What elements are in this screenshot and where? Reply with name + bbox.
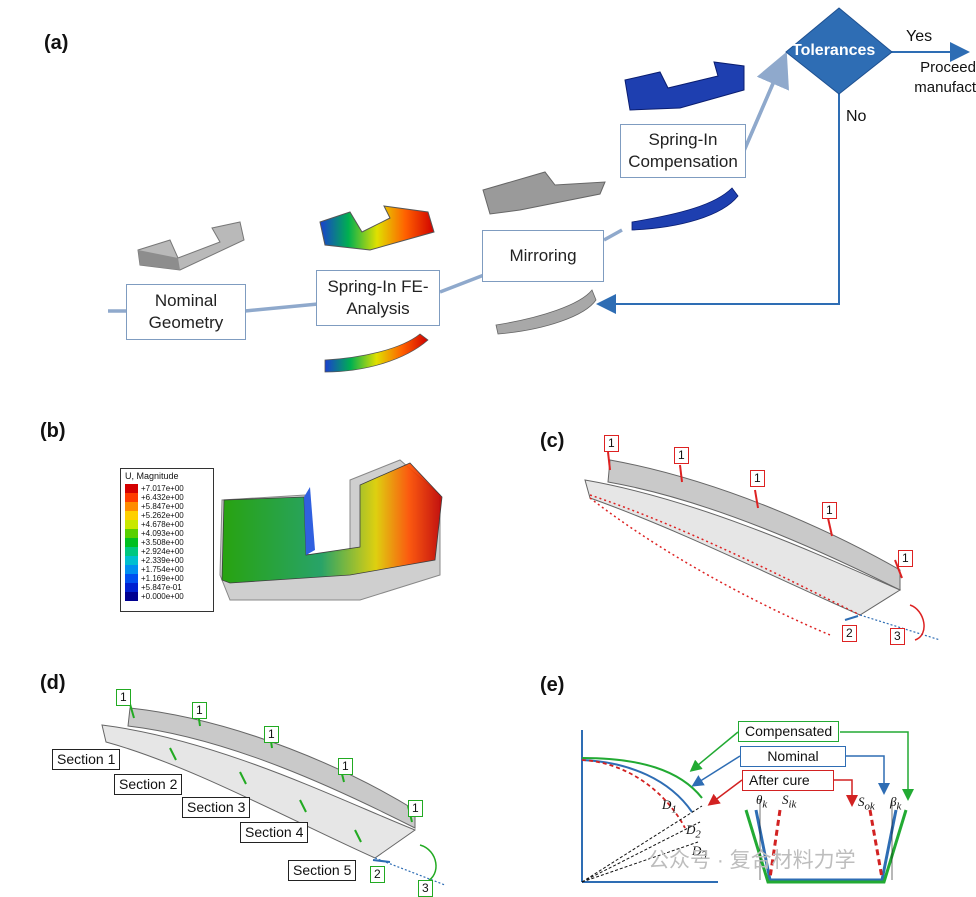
label-s-ik: Sik xyxy=(782,792,797,811)
legend-nominal: Nominal xyxy=(740,746,846,767)
panel-label-b: (b) xyxy=(40,420,66,442)
label-beta: βk xyxy=(890,794,902,813)
nominal-part-shape xyxy=(137,221,245,271)
tag-c-1: 1 xyxy=(822,502,837,519)
watermark: 公众号 · 复合材料力学 xyxy=(648,849,856,872)
section-4-label: Section 4 xyxy=(240,822,309,843)
legend-row: +5.847e-01 xyxy=(125,583,182,592)
legend-after-cure: After cure xyxy=(742,770,834,791)
legend-row: +2.924e+00 xyxy=(125,547,184,556)
tag-c-1: 1 xyxy=(898,550,913,567)
fe-analysis-box: Spring-In FE-Analysis xyxy=(316,270,440,326)
tag-c-3: 3 xyxy=(890,628,905,645)
section-5-label: Section 5 xyxy=(288,860,357,881)
section-3-label: Section 3 xyxy=(182,797,251,818)
fe-part-shape xyxy=(319,205,435,373)
no-label: No xyxy=(846,108,867,125)
tag-d-1: 1 xyxy=(264,726,279,743)
fe-contour-part xyxy=(219,459,443,601)
section-1-label: Section 1 xyxy=(52,749,121,770)
tag-d-1: 1 xyxy=(192,702,207,719)
label-theta: θk xyxy=(756,792,768,811)
mirroring-box: Mirroring xyxy=(482,230,604,282)
tag-c-1: 1 xyxy=(674,447,689,464)
legend-swatch xyxy=(125,565,138,574)
legend-swatch xyxy=(125,592,138,601)
label-d3: D3 xyxy=(692,843,707,862)
legend-row: +4.678e+00 xyxy=(125,520,184,529)
panel-label-c: (c) xyxy=(540,430,565,452)
legend-row: +7.017e+00 xyxy=(125,484,184,493)
flow-diagram-svg xyxy=(108,7,970,373)
tag-d-1: 1 xyxy=(116,689,131,706)
nominal-geometry-box: Nominal Geometry xyxy=(126,284,246,340)
yes-label: Yes xyxy=(906,28,933,45)
legend-swatch xyxy=(125,583,138,592)
legend-row: +1.169e+00 xyxy=(125,574,184,583)
label-d2: D2 xyxy=(686,822,701,841)
panel-e-diagram xyxy=(581,730,914,884)
legend-title: U, Magnitude xyxy=(125,471,179,481)
legend-swatch xyxy=(125,493,138,502)
tag-c-2: 2 xyxy=(842,625,857,642)
legend-swatch xyxy=(125,547,138,556)
legend-row: +5.262e+00 xyxy=(125,511,184,520)
flow-arrow-to-decision xyxy=(738,51,789,161)
legend-row: +4.093e+00 xyxy=(125,529,184,538)
legend-row: +0.000e+00 xyxy=(125,592,184,601)
legend-row: +3.508e+00 xyxy=(125,538,184,547)
legend-swatch xyxy=(125,511,138,520)
compensation-box: Spring-In Compensation xyxy=(620,124,746,178)
flow-line xyxy=(108,57,786,313)
tag-d-1: 1 xyxy=(408,800,423,817)
legend-swatch xyxy=(125,502,138,511)
tag-d-1: 1 xyxy=(338,758,353,775)
proceed-label: Proceed manufact xyxy=(914,59,976,96)
decision-label: Tolerances xyxy=(792,42,876,59)
legend-swatch xyxy=(125,520,138,529)
label-d1: D1 xyxy=(662,797,677,816)
legend-swatch xyxy=(125,574,138,583)
panel-label-a: (a) xyxy=(44,32,69,54)
panel-label-d: (d) xyxy=(40,672,66,694)
tag-d-3: 3 xyxy=(418,880,433,897)
decision-diamond xyxy=(785,7,893,95)
legend-row: +5.847e+00 xyxy=(125,502,184,511)
legend-swatch xyxy=(125,538,138,547)
tag-c-1: 1 xyxy=(604,435,619,452)
contour-legend: U, Magnitude +7.017e+00 +6.432e+00 +5.84… xyxy=(120,468,214,612)
feedback-line xyxy=(596,92,840,314)
legend-swatch xyxy=(125,484,138,493)
panel-c-part xyxy=(584,451,941,641)
legend-row: +6.432e+00 xyxy=(125,493,184,502)
section-2-label: Section 2 xyxy=(114,774,183,795)
panel-label-e: (e) xyxy=(540,674,565,696)
label-s-ok: Sok xyxy=(858,794,875,813)
tag-d-2: 2 xyxy=(370,866,385,883)
legend-row: +1.754e+00 xyxy=(125,565,184,574)
legend-swatch xyxy=(125,529,138,538)
mirror-part-shape xyxy=(482,171,606,335)
compensation-part-shape xyxy=(624,61,745,231)
tag-c-1: 1 xyxy=(750,470,765,487)
legend-swatch xyxy=(125,556,138,565)
legend-row: +2.339e+00 xyxy=(125,556,184,565)
legend-compensated: Compensated xyxy=(738,721,840,742)
